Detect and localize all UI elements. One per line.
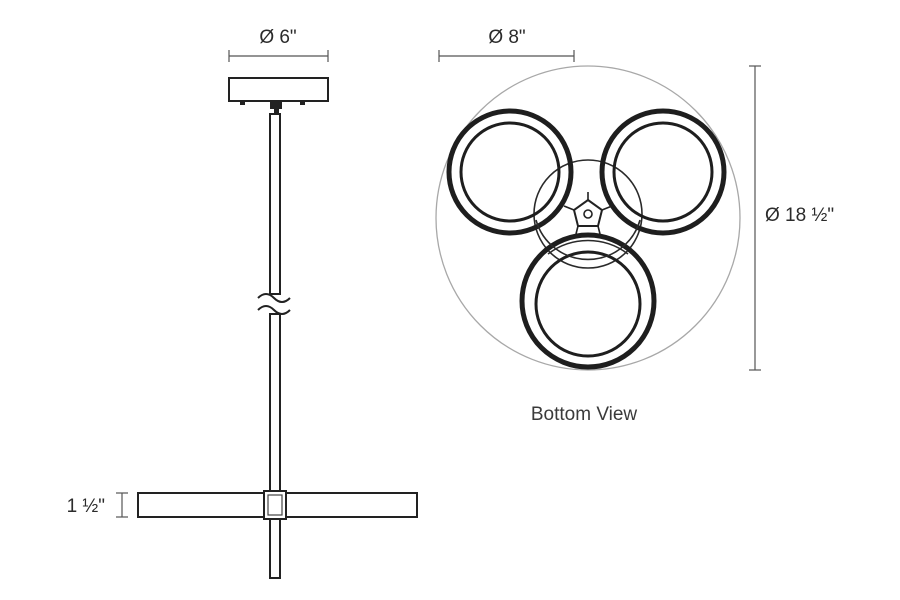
overall-diameter-label: Ø 18 ½" <box>765 205 834 226</box>
light-arm <box>137 490 418 520</box>
arm-height-label: 1 ½" <box>67 496 105 517</box>
overall-outline-circle <box>435 65 741 371</box>
downrod <box>257 113 291 579</box>
ring-bottom <box>519 232 657 370</box>
ring-diameter-label: Ø 8" <box>488 27 525 48</box>
overall-dimension-line <box>749 65 761 371</box>
ring-dimension-line <box>438 50 575 62</box>
canopy <box>228 77 329 115</box>
ring-top-right <box>599 108 727 236</box>
ring-top-left <box>446 108 574 236</box>
side-view: Ø 6" 1 ½" <box>67 27 418 579</box>
arm-height-dimension-line <box>116 492 128 518</box>
canopy-dimension-line <box>228 50 329 62</box>
bottom-view-caption: Bottom View <box>531 404 638 425</box>
center-connector <box>563 192 613 235</box>
bottom-view: Ø 8" <box>435 27 834 425</box>
canopy-diameter-label: Ø 6" <box>259 27 296 48</box>
